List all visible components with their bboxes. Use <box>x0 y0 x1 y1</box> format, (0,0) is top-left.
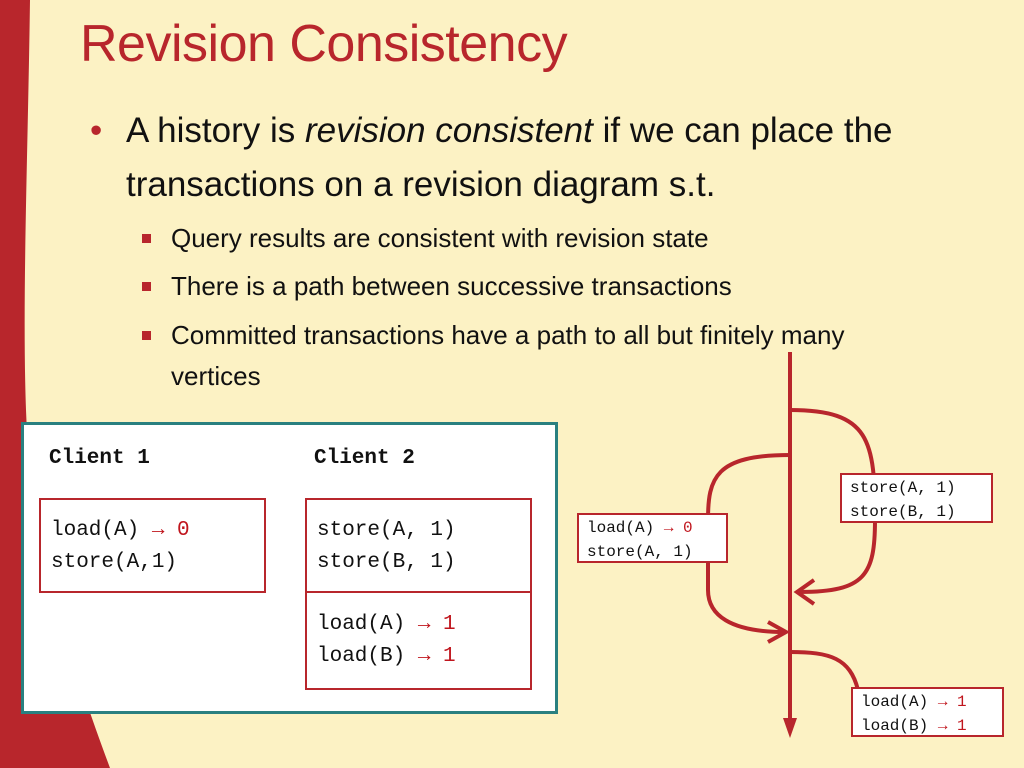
diagram-label-left: load(A) → 0 store(A, 1) <box>577 513 728 563</box>
code-line: load(B) → 1 <box>861 717 967 735</box>
main-bullet-text: A history is revision consistent if we c… <box>126 104 986 212</box>
result-arrow: → 1 <box>937 693 967 711</box>
result-arrow: → 1 <box>417 645 456 668</box>
square-bullet-icon <box>142 234 151 243</box>
result-arrow: → 0 <box>151 519 190 542</box>
sub-bullet-text: Committed transactions have a path to al… <box>171 320 845 391</box>
sub-bullet-text: There is a path between successive trans… <box>171 271 732 301</box>
code-line: load(A) → 1 <box>317 613 456 636</box>
code-line: store(A, 1) <box>317 519 456 542</box>
result-arrow: → 1 <box>417 613 456 636</box>
result-arrow: → 1 <box>937 717 967 735</box>
code-line: store(A, 1) <box>850 479 956 497</box>
result-arrow: → 0 <box>663 519 693 537</box>
sub-bullet-text: Query results are consistent with revisi… <box>171 223 709 253</box>
bullet-dot: • <box>90 111 103 150</box>
join-arrowhead-right <box>793 578 816 606</box>
clients-panel: Client 1 Client 2 load(A) → 0 store(A,1)… <box>21 422 558 714</box>
square-bullet-icon <box>142 331 151 340</box>
main-line-arrowhead <box>783 718 797 738</box>
code-line: store(B, 1) <box>850 503 956 521</box>
bullet-suffix: if we can place the transactions on a re… <box>126 111 893 204</box>
diagram-label-right: store(A, 1) store(B, 1) <box>840 473 993 523</box>
revision-diagram <box>706 352 878 720</box>
client2-transaction-box-2: load(A) → 1 load(B) → 1 <box>305 591 532 690</box>
code-line: store(B, 1) <box>317 551 456 574</box>
code-line: load(A) → 1 <box>861 693 967 711</box>
slide-title: Revision Consistency <box>80 15 568 73</box>
client2-heading: Client 2 <box>314 447 415 470</box>
bullet-emphasis: revision consistent <box>304 111 593 150</box>
bottom-fork-branch <box>789 650 860 691</box>
bullet-prefix: A history is <box>126 111 305 150</box>
code-line: load(B) → 1 <box>317 645 456 668</box>
square-bullet-icon <box>142 282 151 291</box>
code-line: load(A) → 0 <box>51 519 190 542</box>
join-arrowhead-left <box>767 620 791 644</box>
client1-transaction-box: load(A) → 0 store(A,1) <box>39 498 266 593</box>
code-line: store(A,1) <box>51 551 178 574</box>
code-line: load(A) → 0 <box>587 519 693 537</box>
diagram-label-bottom: load(A) → 1 load(B) → 1 <box>851 687 1004 737</box>
client1-heading: Client 1 <box>49 447 150 470</box>
code-line: store(A, 1) <box>587 543 693 561</box>
client2-transaction-box-1: store(A, 1) store(B, 1) <box>305 498 532 593</box>
